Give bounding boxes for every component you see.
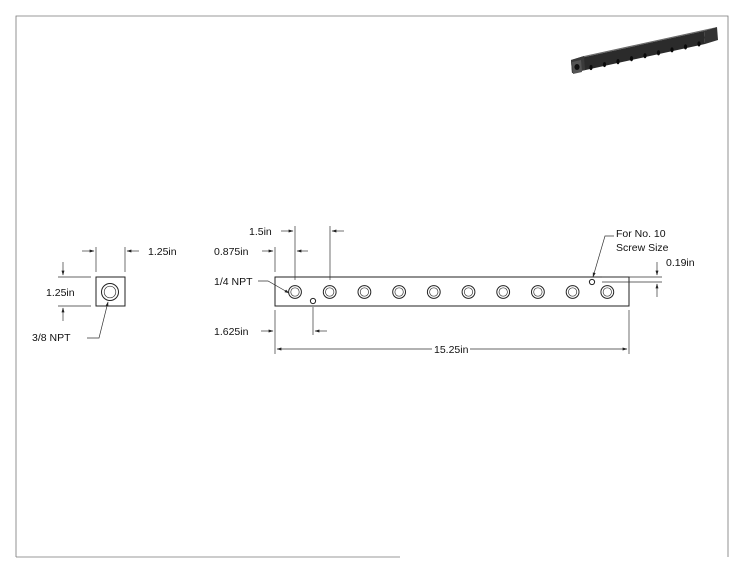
overall-length-label: 15.25in [434, 344, 469, 356]
iso-port-hole [589, 64, 593, 71]
side-port-label: 1/4 NPT [214, 276, 253, 288]
iso-port-hole [616, 59, 620, 65]
screw-hole-top [588, 278, 596, 286]
iso-port-hole [697, 41, 701, 47]
iso-port-hole [683, 44, 688, 50]
side-port-hole [496, 285, 511, 299]
screw-hole-bottom [309, 297, 317, 305]
side-port-hole [426, 285, 441, 299]
iso-port-hole [643, 53, 647, 59]
side-view-bar [274, 276, 630, 307]
isometric-view [571, 27, 718, 74]
iso-port-hole [629, 56, 634, 62]
screw-position-label: 1.625in [214, 326, 249, 338]
sheet-border [15, 15, 729, 558]
iso-port-hole [670, 47, 674, 53]
end-view: 1.25in 1.25in 3/8 NPT [32, 246, 177, 344]
pitch-label: 1.5in [249, 226, 272, 238]
screw-offset-label: 0.19in [666, 257, 695, 269]
side-port-hole [565, 285, 580, 299]
side-port-hole [531, 285, 545, 299]
end-port-outer [101, 283, 119, 301]
end-width-label: 1.25in [148, 246, 177, 258]
end-port-inner [103, 285, 117, 299]
iso-port-hole [602, 61, 607, 68]
side-port-hole [288, 285, 302, 299]
side-port-hole [357, 285, 372, 299]
side-port-hole [461, 285, 476, 299]
side-port-hole [392, 285, 407, 299]
first-hole-offset-label: 0.875in [214, 246, 249, 258]
side-view: 1.5in 0.875in 1/4 NPT For No. 10 Screw S… [214, 226, 695, 356]
iso-port-hole [656, 50, 661, 56]
screw-note-line2: Screw Size [616, 242, 669, 254]
side-port-hole [600, 285, 615, 299]
end-view-block [95, 276, 126, 307]
end-height-label: 1.25in [46, 287, 75, 299]
screw-note-line1: For No. 10 [616, 228, 666, 240]
side-port-hole [322, 285, 337, 299]
end-port-label: 3/8 NPT [32, 332, 71, 344]
